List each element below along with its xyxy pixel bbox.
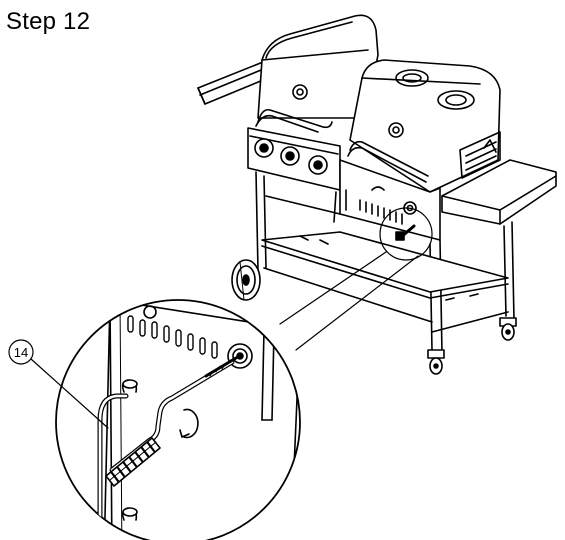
part-number-label: 14 bbox=[14, 345, 28, 360]
vent-slots bbox=[127, 315, 218, 359]
bracket-hooks bbox=[121, 379, 138, 521]
cart-frame bbox=[255, 171, 515, 355]
zoom-leader-lines bbox=[279, 207, 433, 351]
crank-handle bbox=[97, 356, 238, 523]
step-title: Step 12 bbox=[6, 8, 91, 35]
part-callout bbox=[8, 339, 109, 429]
left-control-panel bbox=[247, 127, 341, 191]
cart-wheel bbox=[231, 259, 261, 301]
grill-illustration bbox=[197, 14, 557, 375]
right-grill-lid bbox=[347, 59, 501, 193]
clockwise-rotation-icon bbox=[179, 408, 199, 439]
right-side-shelf bbox=[441, 159, 557, 225]
front-casters bbox=[427, 317, 517, 375]
left-side-shelf bbox=[197, 59, 269, 105]
left-grill-lid bbox=[255, 14, 379, 133]
zoom-detail-circle bbox=[55, 299, 301, 540]
right-firebox bbox=[339, 159, 441, 241]
